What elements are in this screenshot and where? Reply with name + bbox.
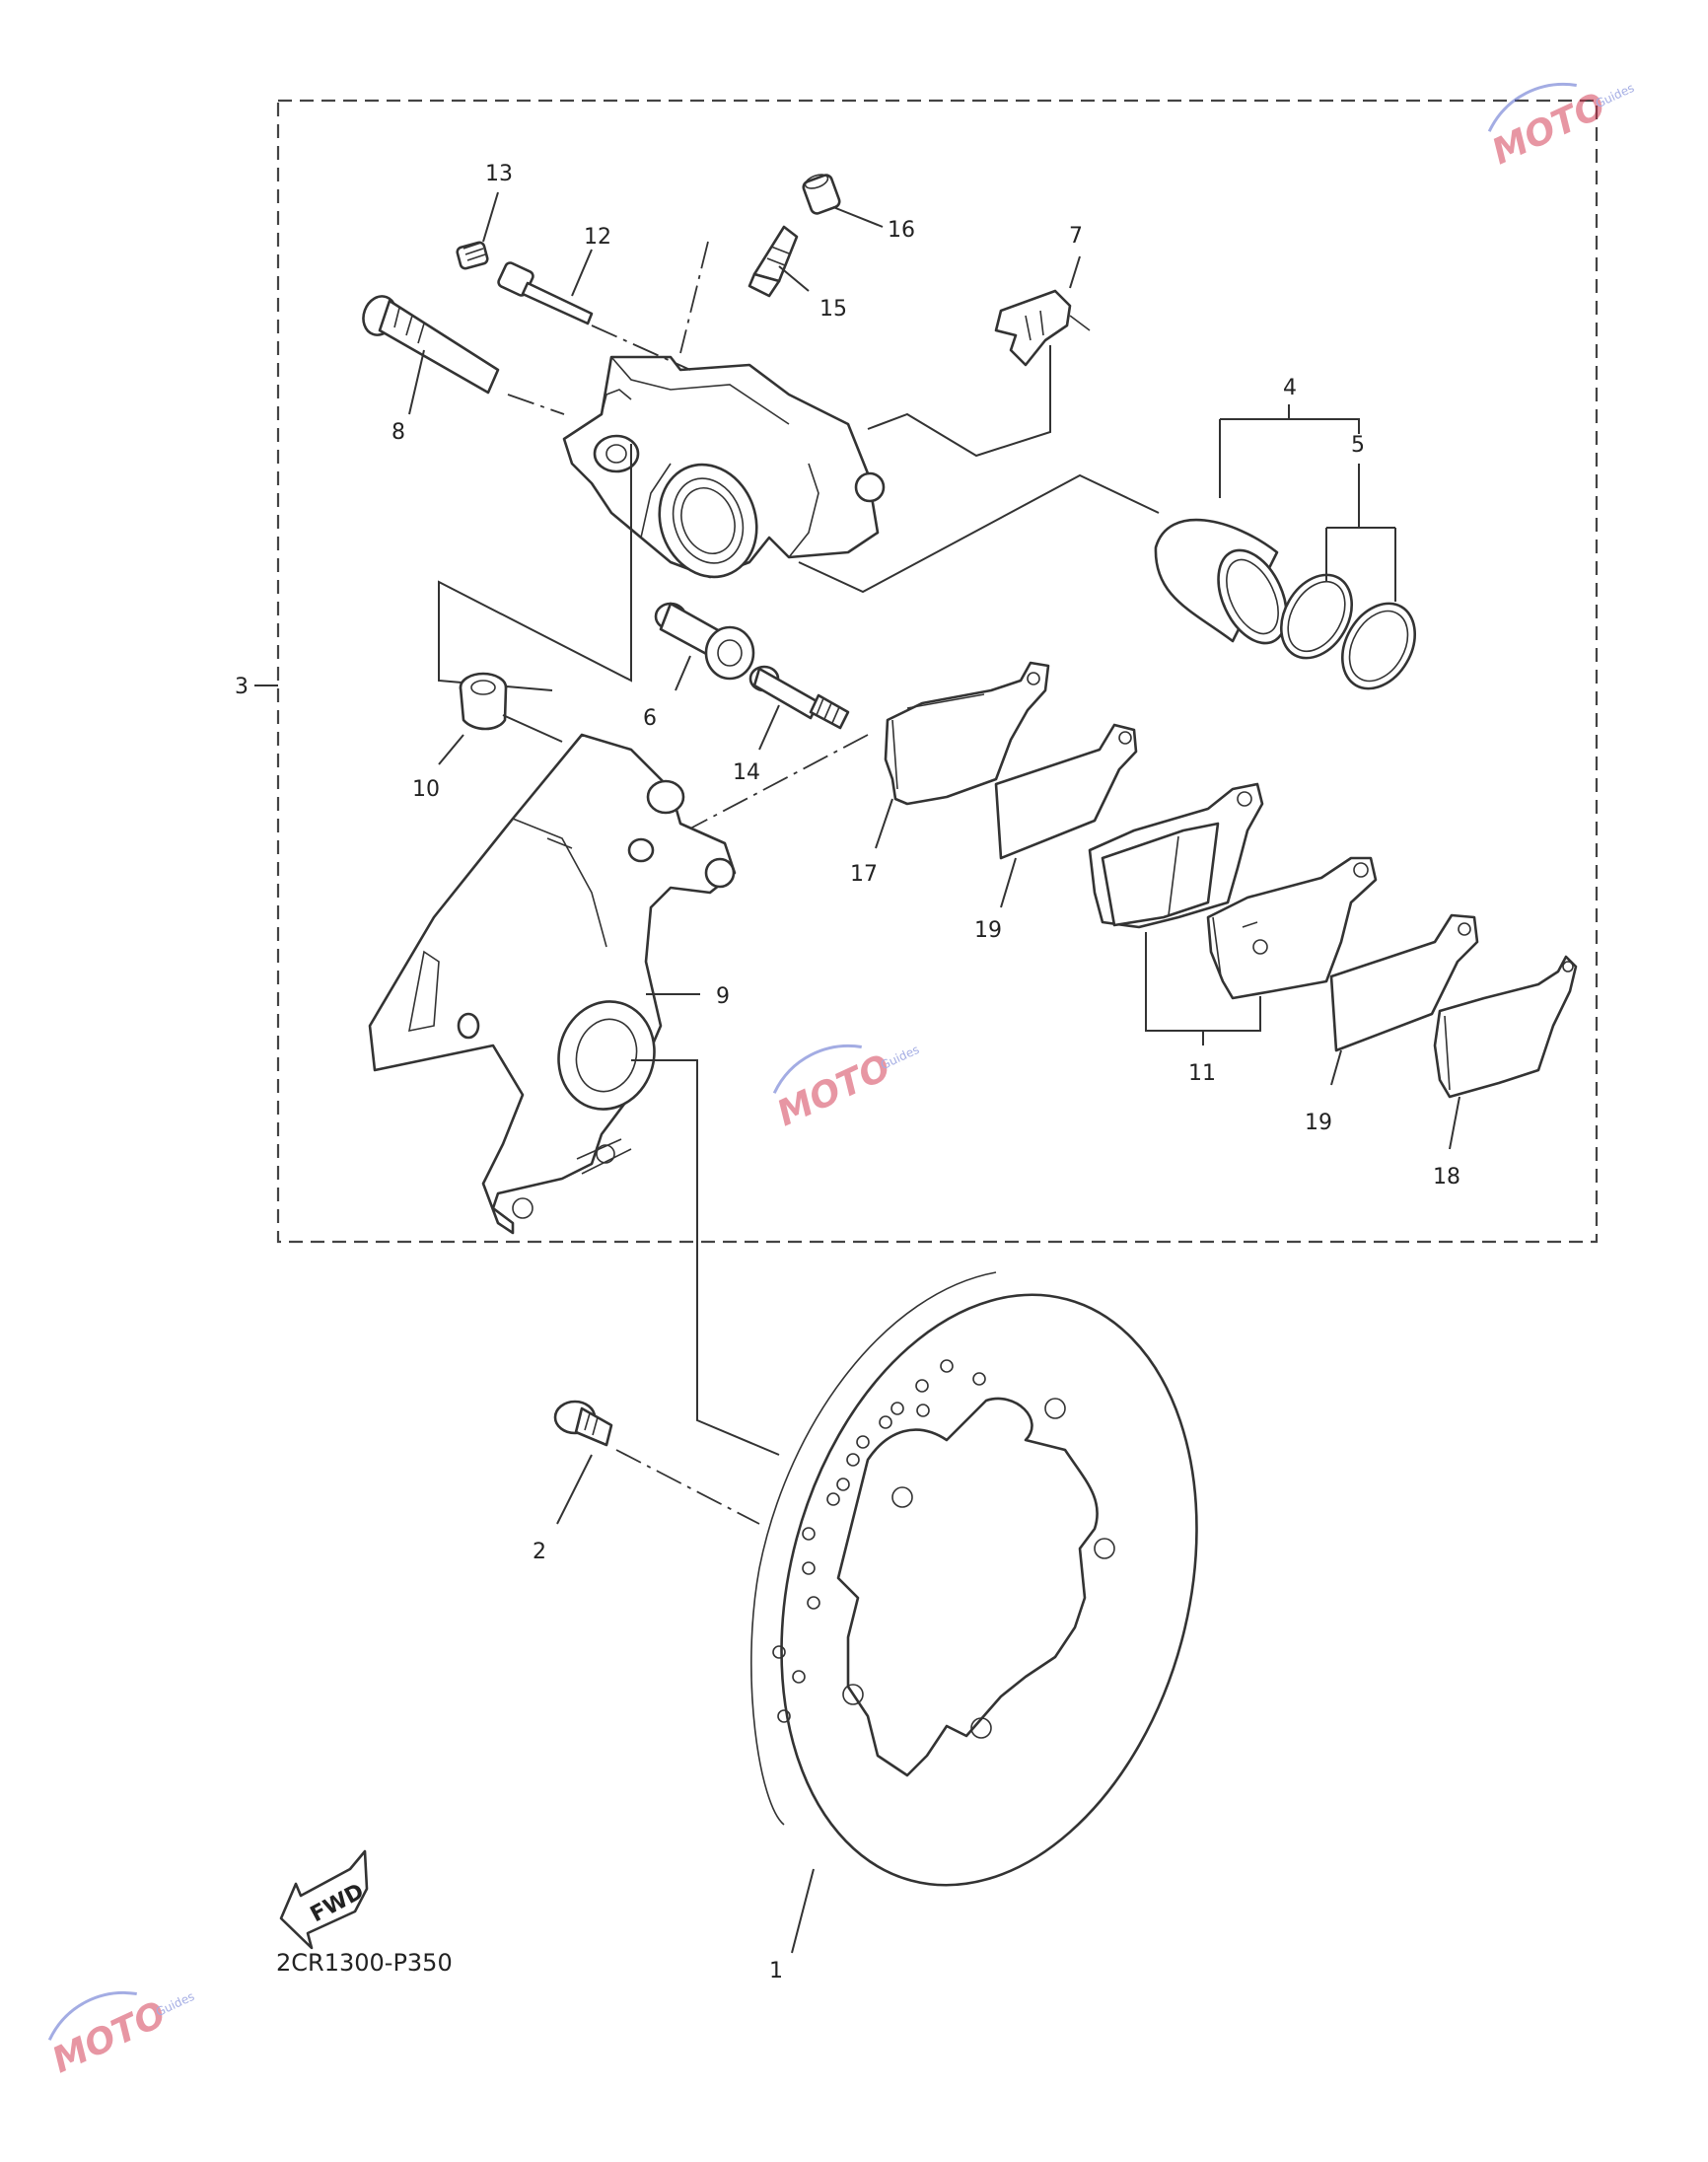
part-7-drawing xyxy=(994,289,1091,367)
callout-5: 5 xyxy=(1351,433,1365,458)
caliper-assembly-box xyxy=(276,99,1599,1244)
drawing-code: 2CR1300-P350 xyxy=(276,1949,453,1977)
callout-18: 18 xyxy=(1433,1165,1460,1189)
part-11b-drawing xyxy=(1206,856,1378,1000)
part-5-drawing xyxy=(1280,573,1416,690)
callout-11: 11 xyxy=(1188,1061,1216,1086)
callout-17: 17 xyxy=(850,862,878,887)
part-6-drawing xyxy=(654,602,755,681)
part-10-drawing xyxy=(459,672,508,731)
part-14-drawing xyxy=(748,665,850,730)
callout-2: 2 xyxy=(533,1540,546,1564)
part-13-drawing xyxy=(456,241,489,270)
part-2-drawing xyxy=(553,1400,613,1447)
caliper-body-drawing xyxy=(562,355,886,579)
part-8-drawing xyxy=(362,295,500,395)
part-16-drawing xyxy=(802,174,841,215)
callout-16: 16 xyxy=(888,218,915,243)
callout-3: 3 xyxy=(235,675,249,699)
svg-text:Guides: Guides xyxy=(154,1989,197,2019)
part-4-drawing xyxy=(1154,518,1288,645)
part-12-drawing xyxy=(497,249,594,325)
callout-8: 8 xyxy=(391,420,405,445)
watermark-logo-middle: MOTO Guides xyxy=(771,1043,922,1134)
callout-15: 15 xyxy=(819,297,847,322)
fwd-arrow-icon: FWD xyxy=(279,1849,368,1950)
watermark-logo-bottom: MOTO Guides xyxy=(46,1989,197,2081)
svg-text:Guides: Guides xyxy=(879,1043,922,1072)
callout-12: 12 xyxy=(584,225,611,250)
part-19a-drawing xyxy=(994,723,1138,860)
callout-13: 13 xyxy=(485,162,513,186)
watermark-logo-top: MOTO Guides xyxy=(1486,81,1637,173)
part-11a-drawing xyxy=(1088,782,1264,929)
part-19b-drawing xyxy=(1329,913,1479,1052)
part-17-drawing xyxy=(884,661,1050,806)
callout-4: 4 xyxy=(1283,376,1297,400)
callout-19a: 19 xyxy=(974,918,1002,943)
callout-14: 14 xyxy=(733,760,760,785)
svg-text:Guides: Guides xyxy=(1594,81,1637,110)
part-18-drawing xyxy=(1433,955,1578,1099)
callout-19b: 19 xyxy=(1305,1111,1332,1135)
callout-10: 10 xyxy=(412,777,440,802)
part-15-drawing xyxy=(747,225,799,298)
callout-7: 7 xyxy=(1069,224,1083,249)
callout-9: 9 xyxy=(716,984,730,1009)
callout-6: 6 xyxy=(643,706,657,731)
callout-1: 1 xyxy=(769,1959,783,1983)
part-1-drawing xyxy=(750,1271,1198,1887)
part-9-drawing xyxy=(368,733,737,1235)
